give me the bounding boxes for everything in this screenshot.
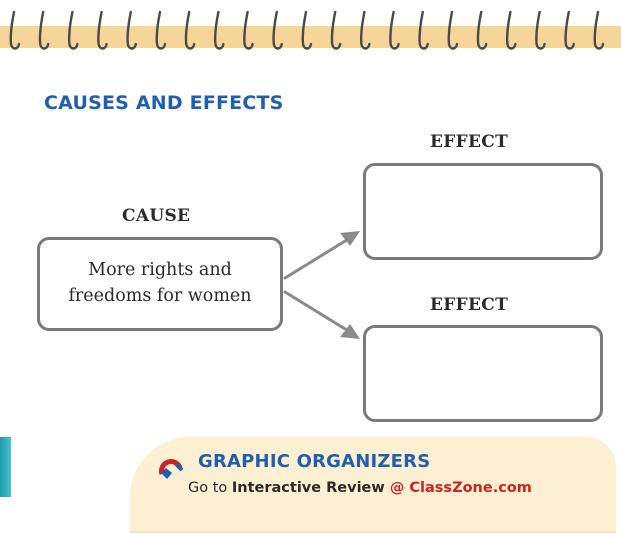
binding-ring bbox=[476, 10, 488, 50]
callout-link-line[interactable]: Go to Interactive Review @ ClassZone.com bbox=[188, 480, 532, 496]
binding-ring bbox=[389, 10, 400, 50]
binding-ring bbox=[38, 10, 50, 50]
binding-ring bbox=[418, 10, 429, 50]
binding-ring bbox=[301, 10, 313, 50]
effect-box-2[interactable] bbox=[363, 325, 603, 422]
effect-label-1: EFFECT bbox=[430, 132, 509, 152]
binding-ring bbox=[155, 10, 167, 50]
binding-ring bbox=[330, 10, 342, 50]
arrowhead-2 bbox=[340, 324, 360, 339]
binding-ring bbox=[359, 10, 371, 50]
arrow-to-effect-1 bbox=[283, 236, 352, 280]
organizer-heading: CAUSES AND EFFECTS bbox=[44, 92, 284, 114]
classzone-link[interactable]: ClassZone.com bbox=[409, 480, 532, 496]
interactive-review-text: Interactive Review bbox=[231, 480, 385, 496]
binding-ring bbox=[272, 10, 283, 50]
binding-ring bbox=[564, 10, 575, 50]
page-edge-tab bbox=[0, 437, 11, 497]
binding-ring bbox=[213, 10, 225, 50]
binding-ring bbox=[243, 10, 254, 50]
binding-ring bbox=[126, 10, 137, 50]
callout-prefix: Go to bbox=[188, 480, 232, 496]
graphic-organizers-callout: GRAPHIC ORGANIZERS Go to Interactive Rev… bbox=[130, 437, 616, 533]
arrow-to-effect-2 bbox=[283, 290, 352, 334]
binding-ring bbox=[9, 10, 21, 50]
spiral-binding bbox=[0, 10, 621, 50]
callout-title: GRAPHIC ORGANIZERS bbox=[198, 451, 431, 472]
binding-ring bbox=[447, 10, 459, 50]
magnet-icon bbox=[159, 459, 184, 479]
binding-ring bbox=[535, 10, 546, 50]
cause-text: More rights and freedoms for women bbox=[68, 260, 252, 306]
cause-label: CAUSE bbox=[122, 206, 191, 226]
binding-ring bbox=[67, 10, 79, 50]
binding-ring bbox=[505, 10, 517, 50]
effect-box-1[interactable] bbox=[363, 163, 603, 260]
binding-strip bbox=[0, 26, 621, 48]
at-sign: @ bbox=[384, 480, 410, 496]
binding-ring bbox=[97, 10, 108, 50]
cause-box: More rights and freedoms for women bbox=[37, 237, 283, 331]
effect-label-2: EFFECT bbox=[430, 295, 509, 315]
binding-ring bbox=[593, 10, 605, 50]
binding-ring bbox=[184, 10, 196, 50]
arrowhead-1 bbox=[340, 231, 360, 246]
